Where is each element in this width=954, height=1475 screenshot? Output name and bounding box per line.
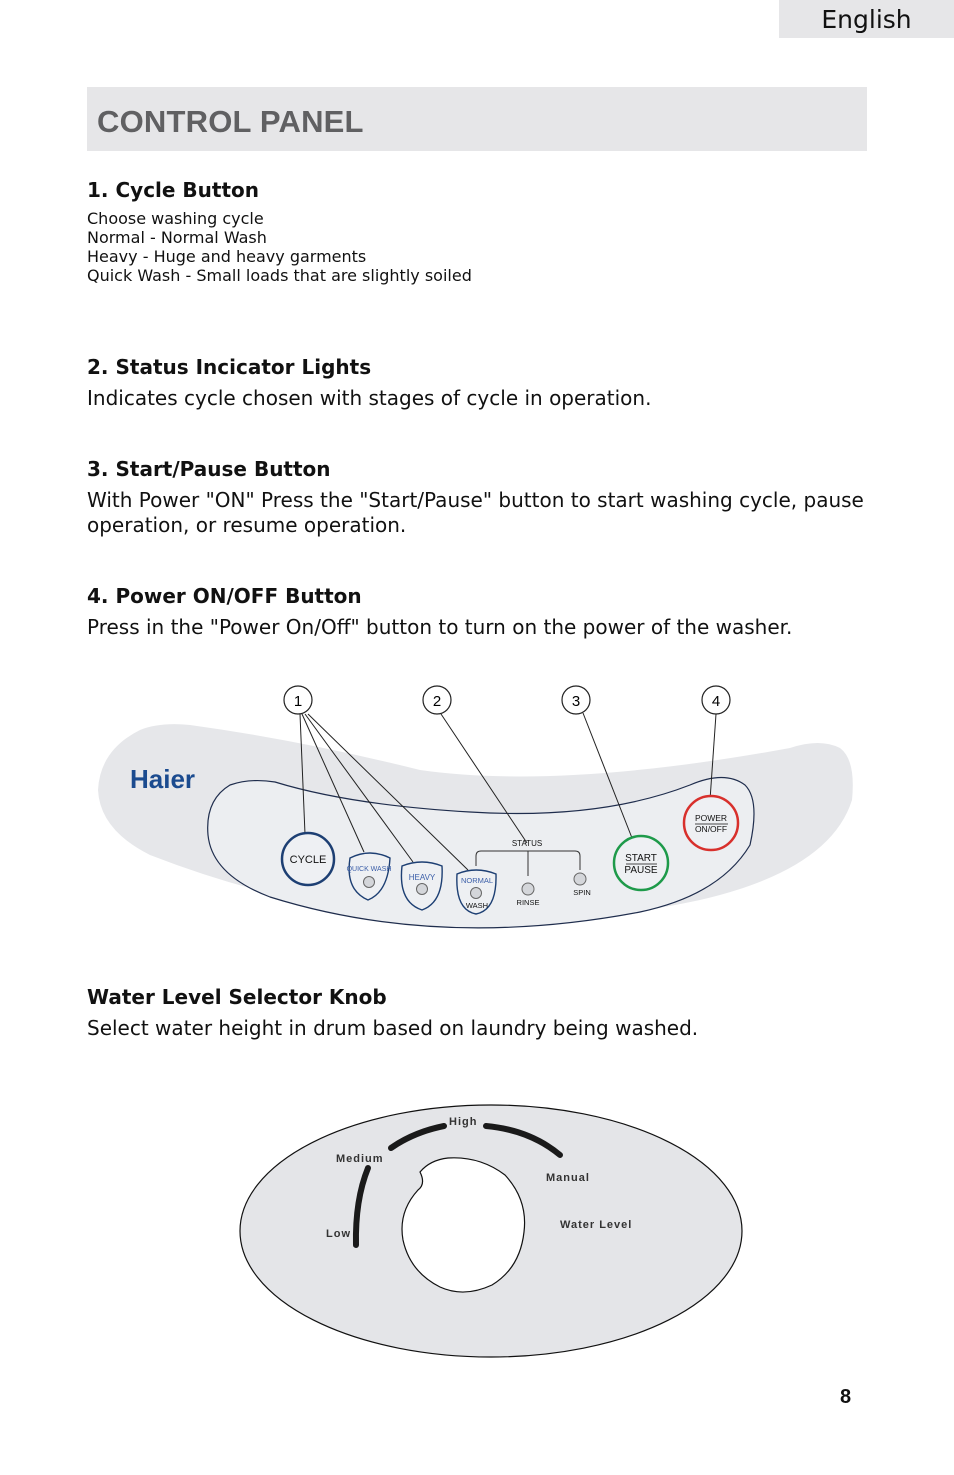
section-heading: 2. Status Incicator Lights [87, 355, 372, 379]
leader-lines [299, 712, 717, 871]
knob[interactable] [401, 1157, 526, 1293]
body-line: Quick Wash - Small loads that are slight… [87, 266, 472, 285]
brand-logo: Haier [130, 764, 195, 794]
label-water-level: Water Level [560, 1219, 632, 1231]
svg-text:2: 2 [433, 693, 441, 710]
svg-text:WASH: WASH [466, 901, 488, 910]
body-line: Choose washing cycle [87, 209, 264, 228]
water-level-knob-diagram: High Medium Manual Low Water Level [239, 1104, 743, 1358]
section-heading: 1. Cycle Button [87, 178, 260, 202]
callout-3: 3 [561, 685, 591, 715]
page-title: CONTROL PANEL [97, 104, 364, 139]
label-high: High [449, 1116, 477, 1128]
svg-text:3: 3 [572, 693, 580, 710]
normal-wash-indicator: NORMAL WASH [456, 869, 497, 915]
label-medium: Medium [336, 1153, 384, 1165]
section-start-pause: 3. Start/Pause Button With Power "ON" Pr… [87, 456, 877, 538]
power-button[interactable]: POWER ON/OFF [682, 794, 740, 852]
rinse-indicator: RINSE [517, 882, 540, 907]
callout-2: 2 [422, 685, 452, 715]
section-body: With Power "ON" Press the "Start/Pause" … [87, 488, 864, 537]
section-status-lights: 2. Status Incicator Lights Indicates cyc… [87, 354, 877, 411]
heavy-indicator: HEAVY [400, 861, 443, 911]
svg-text:STATUS: STATUS [512, 839, 542, 848]
svg-text:POWER: POWER [695, 813, 727, 823]
svg-text:PAUSE: PAUSE [624, 865, 657, 876]
svg-text:RINSE: RINSE [517, 898, 540, 907]
callout-4: 4 [701, 685, 731, 715]
status-bracket: STATUS [475, 839, 581, 876]
svg-text:QUICK WASH: QUICK WASH [347, 866, 392, 873]
body-line: Heavy - Huge and heavy garments [87, 247, 367, 266]
svg-text:START: START [625, 853, 657, 864]
section-body: Select water height in drum based on lau… [87, 1016, 699, 1040]
quick-wash-indicator: QUICK WASH [347, 852, 392, 901]
section-body: Indicates cycle chosen with stages of cy… [87, 386, 652, 410]
section-heading: 4. Power ON/OFF Button [87, 584, 362, 608]
arc-medium [388, 1123, 447, 1151]
arc-low [352, 1165, 371, 1248]
spin-indicator: SPIN [573, 872, 591, 897]
section-heading: 3. Start/Pause Button [87, 457, 331, 481]
arc-high [483, 1123, 563, 1158]
language-tab: English [779, 0, 954, 38]
svg-text:HEAVY: HEAVY [409, 873, 436, 882]
cycle-button[interactable]: CYCLE [280, 831, 336, 887]
svg-text:ON/OFF: ON/OFF [695, 824, 727, 834]
section-body: Press in the "Power On/Off" button to tu… [87, 615, 793, 639]
svg-text:NORMAL: NORMAL [461, 876, 493, 885]
label-low: Low [326, 1228, 351, 1240]
label-manual: Manual [546, 1172, 590, 1184]
body-line: Normal - Normal Wash [87, 228, 267, 247]
svg-text:4: 4 [712, 693, 720, 710]
section-cycle-button: 1. Cycle Button Choose washing cycle Nor… [87, 177, 877, 291]
callout-1: 1 [283, 685, 313, 715]
title-bar: CONTROL PANEL [87, 87, 867, 151]
svg-text:1: 1 [294, 693, 302, 710]
section-heading: Water Level Selector Knob [87, 985, 387, 1009]
control-panel-diagram: Haier 1 2 3 4 CYCLE QUICK WASH H [98, 685, 853, 929]
section-water-level: Water Level Selector Knob Select water h… [87, 984, 877, 1041]
section-power: 4. Power ON/OFF Button Press in the "Pow… [87, 583, 877, 640]
panel-inner [207, 776, 755, 929]
page-number: 8 [840, 1386, 852, 1408]
svg-text:SPIN: SPIN [573, 888, 591, 897]
svg-text:CYCLE: CYCLE [290, 854, 327, 866]
start-pause-button[interactable]: START PAUSE [612, 834, 670, 892]
